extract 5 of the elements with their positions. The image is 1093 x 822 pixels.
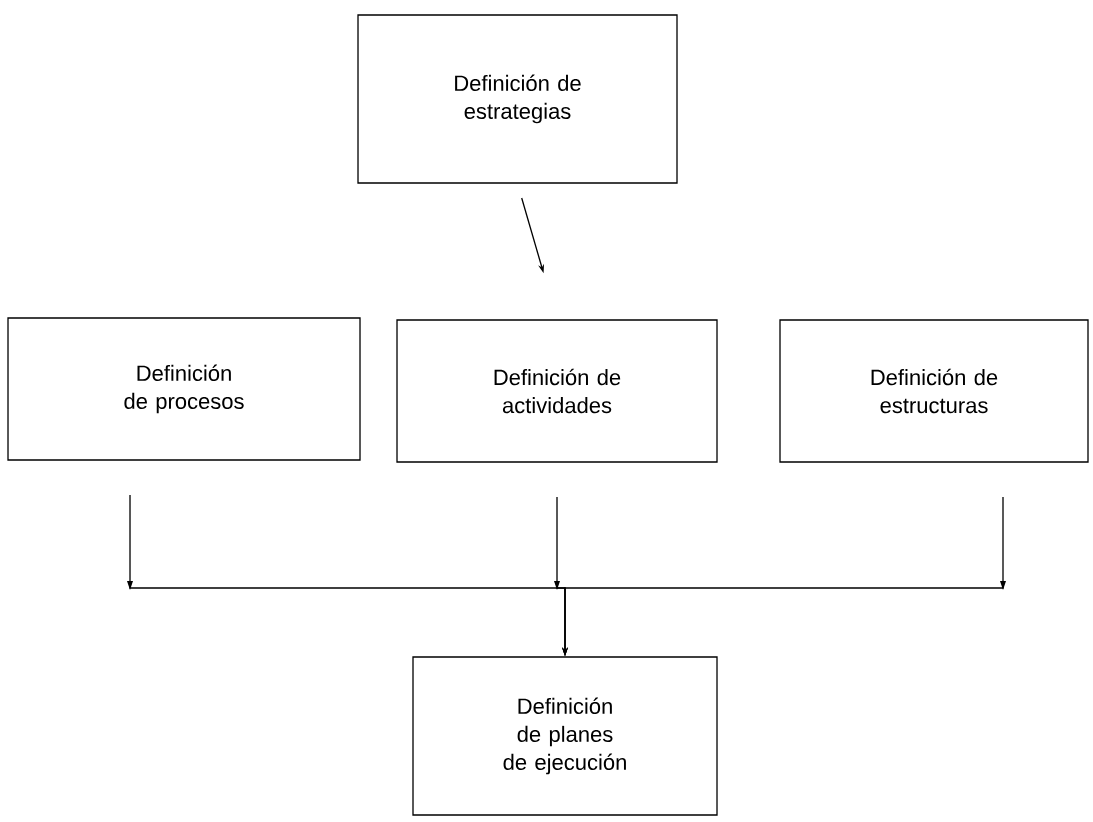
process-box: Definición de estructuras xyxy=(779,319,1089,463)
process-box: Definición de estrategias xyxy=(357,14,678,184)
process-box: Definición de actividades xyxy=(396,319,718,463)
process-box: Definición de procesos xyxy=(7,317,361,461)
process-box: Definición de planes de ejecución xyxy=(412,656,718,816)
